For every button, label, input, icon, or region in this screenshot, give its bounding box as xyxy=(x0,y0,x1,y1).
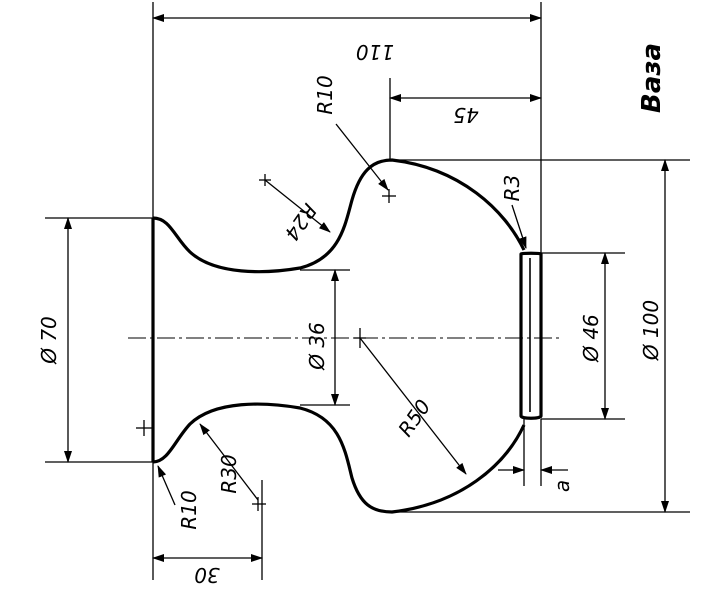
leader-r3 xyxy=(511,204,527,249)
dim-label-r10-top: R10 xyxy=(313,75,337,114)
dim-label-45: 45 xyxy=(453,103,478,127)
extension-lines xyxy=(45,2,690,580)
leader-r30 xyxy=(199,423,259,501)
leader-r50 xyxy=(359,337,467,475)
leader-r10-top xyxy=(335,123,389,191)
dim-label-r50: R50 xyxy=(393,395,435,441)
dim-label-d36: Ø 36 xyxy=(305,322,329,371)
dim-label-d100: Ø 100 xyxy=(639,300,663,361)
dim-label-30: 30 xyxy=(194,563,219,587)
dim-label-r30: R30 xyxy=(217,454,241,493)
drawing-title: Ваза xyxy=(637,43,667,113)
dim-label-110: 110 xyxy=(356,40,394,64)
dim-label-r10-base: R10 xyxy=(177,490,201,529)
dim-label-d46: Ø 46 xyxy=(579,314,603,363)
dim-label-d70: Ø 70 xyxy=(37,316,61,365)
dim-label-r24: R24 xyxy=(280,199,322,245)
center-marks xyxy=(136,174,396,511)
vase-outline xyxy=(151,158,543,514)
dimension-lines xyxy=(64,14,669,562)
dim-label-a: a xyxy=(550,480,574,492)
leader-r24 xyxy=(264,179,331,233)
leader-r10-base xyxy=(157,465,176,506)
dim-label-r3: R3 xyxy=(500,175,524,202)
